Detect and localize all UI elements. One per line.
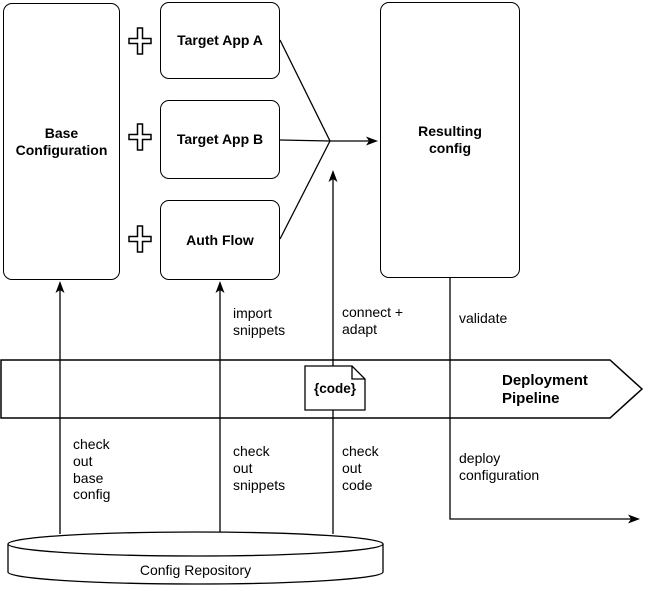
node-resulting-config: Resulting config bbox=[380, 2, 520, 278]
arrowhead-into-resulting-config bbox=[366, 136, 378, 146]
arrow-deploy-configuration bbox=[449, 278, 640, 524]
node-target-app-b-label: Target App B bbox=[176, 131, 264, 148]
arrow-import-snippets bbox=[215, 281, 225, 534]
fan-in-connector bbox=[279, 39, 378, 240]
node-target-app-b: Target App B bbox=[160, 100, 280, 179]
plus-operator-icon bbox=[128, 27, 152, 55]
code-document-label: {code} bbox=[313, 380, 357, 396]
edge-label-validate: validate bbox=[459, 310, 508, 326]
node-base-configuration-label: Base Configuration bbox=[15, 124, 108, 158]
edge-label-connect-adapt: connect + adapt bbox=[342, 304, 404, 337]
edge-label-deploy-configuration: deploy configuration bbox=[459, 450, 540, 483]
deployment-pipeline-label: Deployment Pipeline bbox=[502, 372, 588, 407]
node-base-configuration: Base Configuration bbox=[3, 3, 120, 280]
plus-operator-icon bbox=[128, 123, 152, 151]
config-repository-label: Config Repository bbox=[139, 562, 252, 578]
arrow-check-out-base-config bbox=[55, 281, 65, 534]
edge-label-check-out-snippets: check out snippets bbox=[233, 443, 286, 493]
edge-label-check-out-base-config: check out base config bbox=[73, 436, 111, 503]
code-document-icon bbox=[304, 365, 366, 411]
edge-label-check-out-code: check out code bbox=[342, 443, 379, 493]
node-auth-flow: Auth Flow bbox=[160, 200, 280, 280]
node-resulting-config-label: Resulting config bbox=[418, 123, 482, 156]
arrow-connect-adapt bbox=[328, 170, 338, 534]
node-auth-flow-label: Auth Flow bbox=[186, 231, 254, 248]
node-target-app-a-label: Target App A bbox=[177, 32, 263, 49]
edge-label-import-snippets: import snippets bbox=[233, 305, 286, 338]
repository-cylinder-icon bbox=[7, 531, 384, 585]
plus-operator-icon bbox=[128, 225, 152, 253]
node-target-app-a: Target App A bbox=[160, 2, 280, 79]
